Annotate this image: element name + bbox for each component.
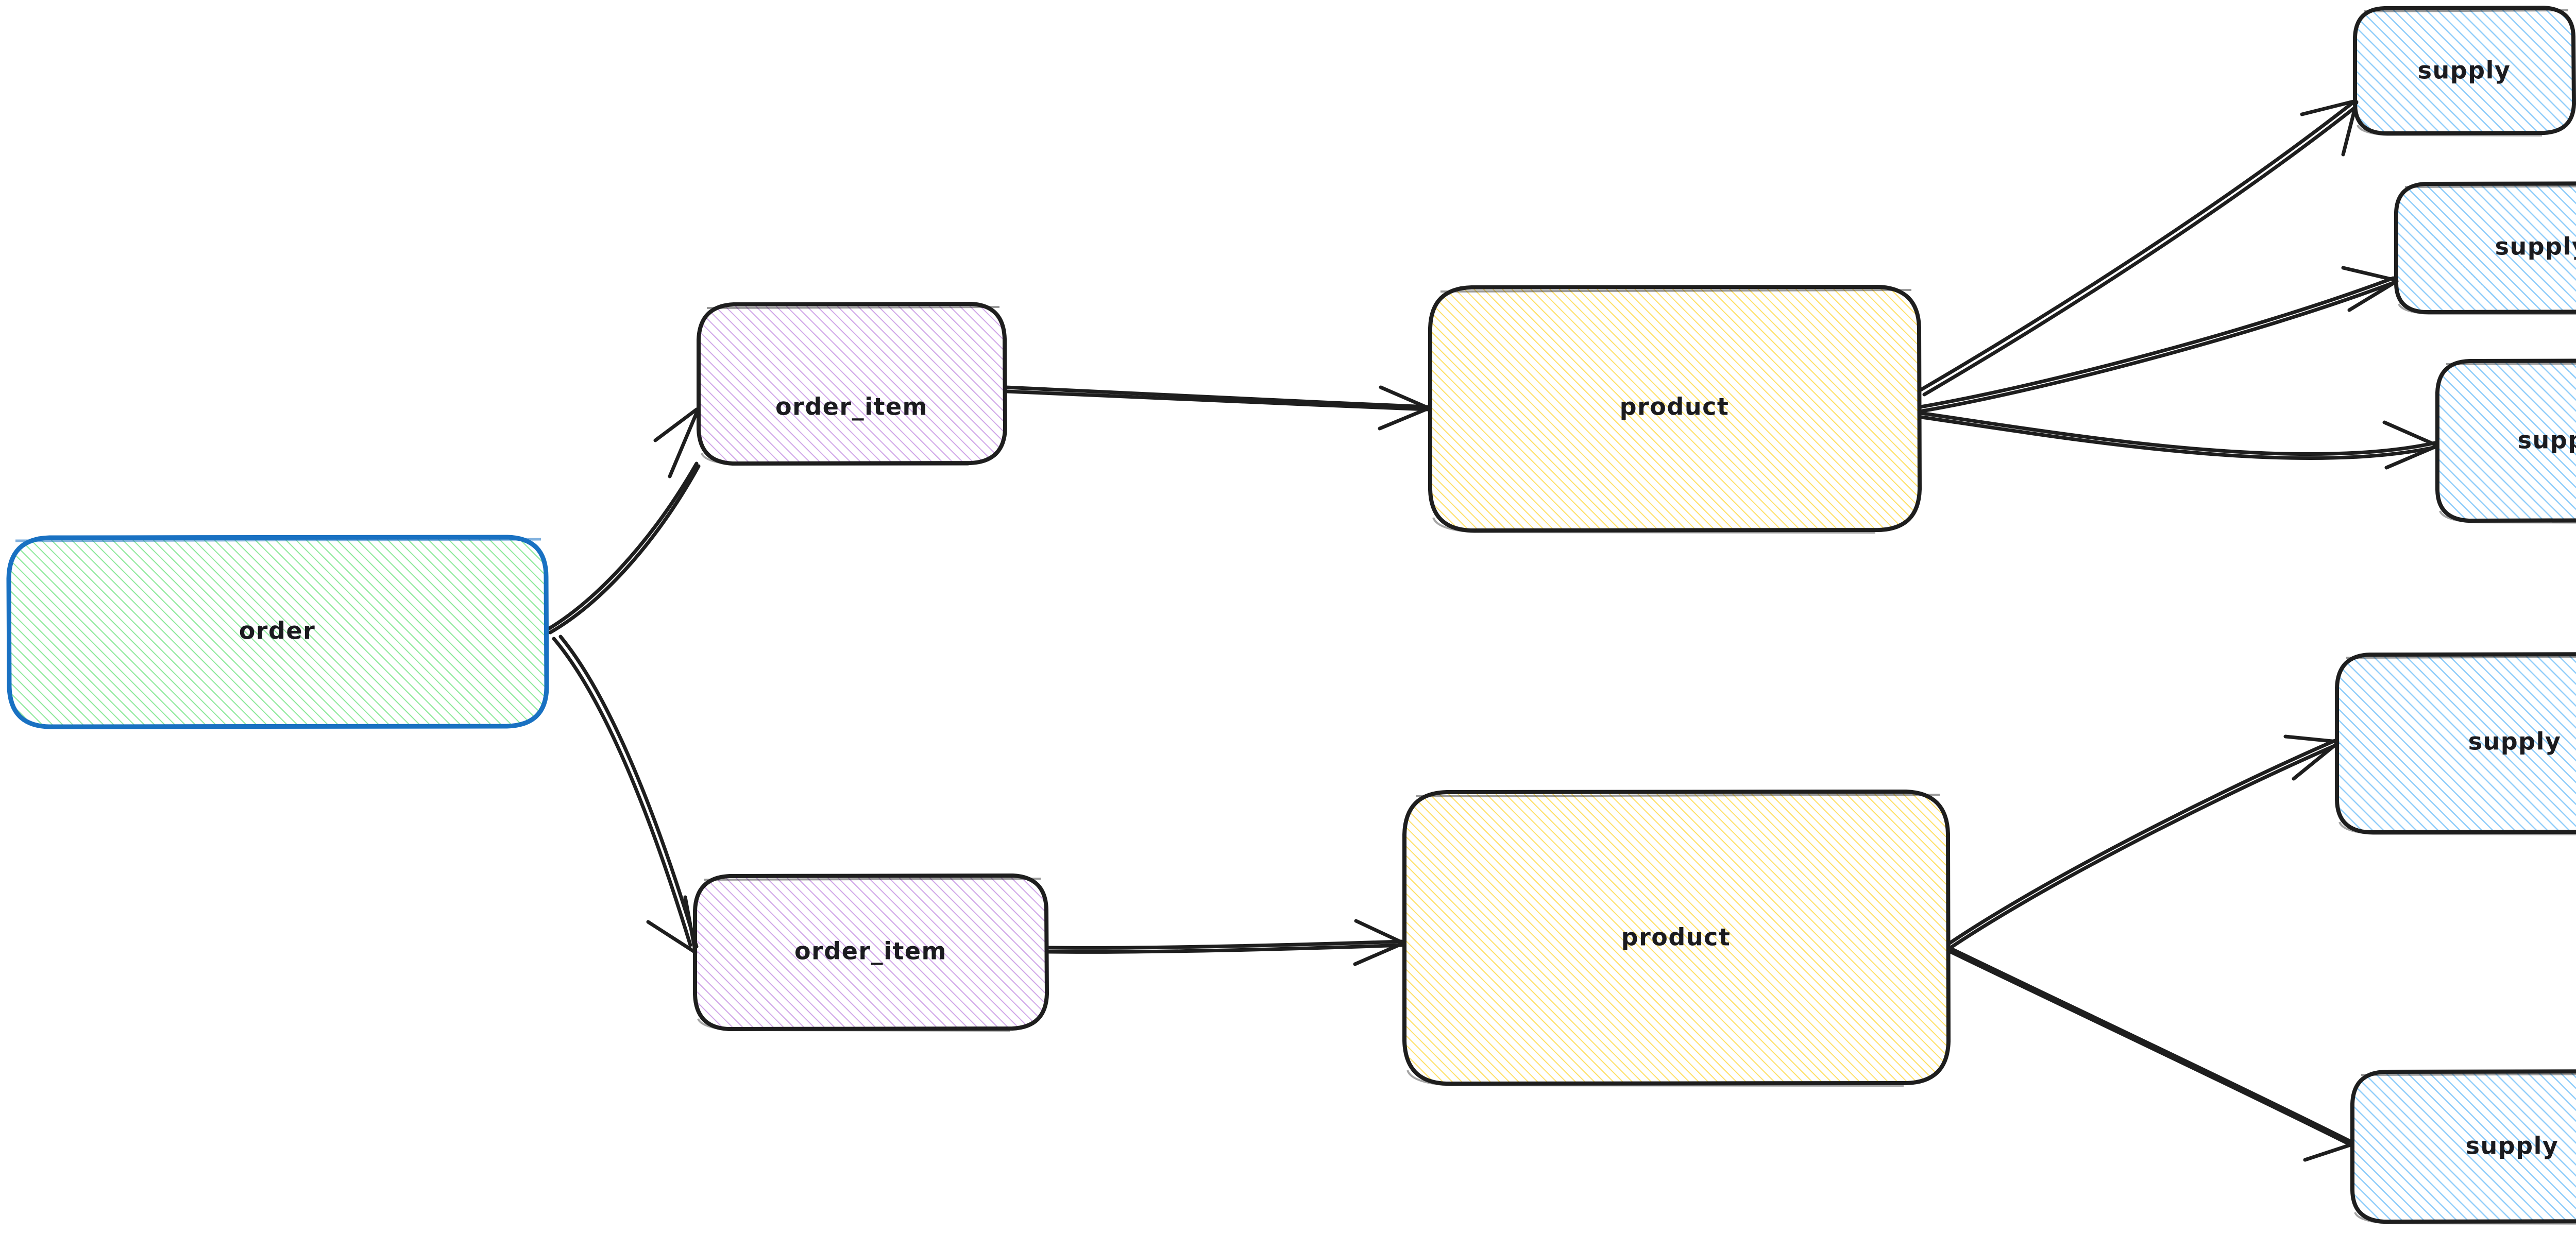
- node-supply-5[interactable]: supply: [2350, 1069, 2576, 1225]
- edge-order_item-top-to-product-top[interactable]: [1004, 385, 1430, 431]
- node-supply-2[interactable]: supply: [2394, 181, 2576, 315]
- edge-product-top-to-supply-2[interactable]: [1919, 266, 2399, 413]
- node-supply-3[interactable]: supply: [2435, 358, 2576, 524]
- node-supply-2-label: supply: [2495, 233, 2576, 261]
- edges-layer: [546, 99, 2439, 1162]
- node-supply-4-label: supply: [2468, 728, 2562, 756]
- edge-product-top-to-supply-1[interactable]: [1919, 99, 2359, 397]
- node-order_item-top-label: order_item: [775, 393, 928, 421]
- edge-product-bottom-to-supply-4[interactable]: [1947, 734, 2340, 950]
- edge-product-bottom-to-supply-5[interactable]: [1947, 946, 2354, 1162]
- node-product-bottom[interactable]: product: [1402, 789, 1951, 1087]
- edge-order_item-bottom-to-product-bottom[interactable]: [1046, 919, 1404, 966]
- edge-order-to-order_item-top[interactable]: [546, 407, 701, 635]
- node-order[interactable]: order: [6, 535, 549, 729]
- node-product-top[interactable]: product: [1428, 284, 1922, 534]
- node-order_item-bottom-label: order_item: [794, 937, 947, 965]
- node-supply-1-label: supply: [2418, 57, 2511, 84]
- node-product-bottom-label: product: [1621, 923, 1731, 951]
- node-order-label: order: [239, 617, 316, 645]
- node-order_item-top[interactable]: order_item: [697, 301, 1008, 466]
- node-supply-1[interactable]: supply: [2353, 5, 2576, 136]
- node-supply-5-label: supply: [2466, 1132, 2559, 1160]
- node-product-top-label: product: [1620, 393, 1730, 421]
- node-supply-3-label: supply: [2518, 426, 2576, 454]
- edge-order-to-order_item-bottom[interactable]: [552, 635, 699, 955]
- node-order_item-bottom[interactable]: order_item: [693, 873, 1049, 1032]
- node-supply-4[interactable]: supply: [2335, 652, 2576, 835]
- edge-product-top-to-supply-3[interactable]: [1919, 411, 2439, 470]
